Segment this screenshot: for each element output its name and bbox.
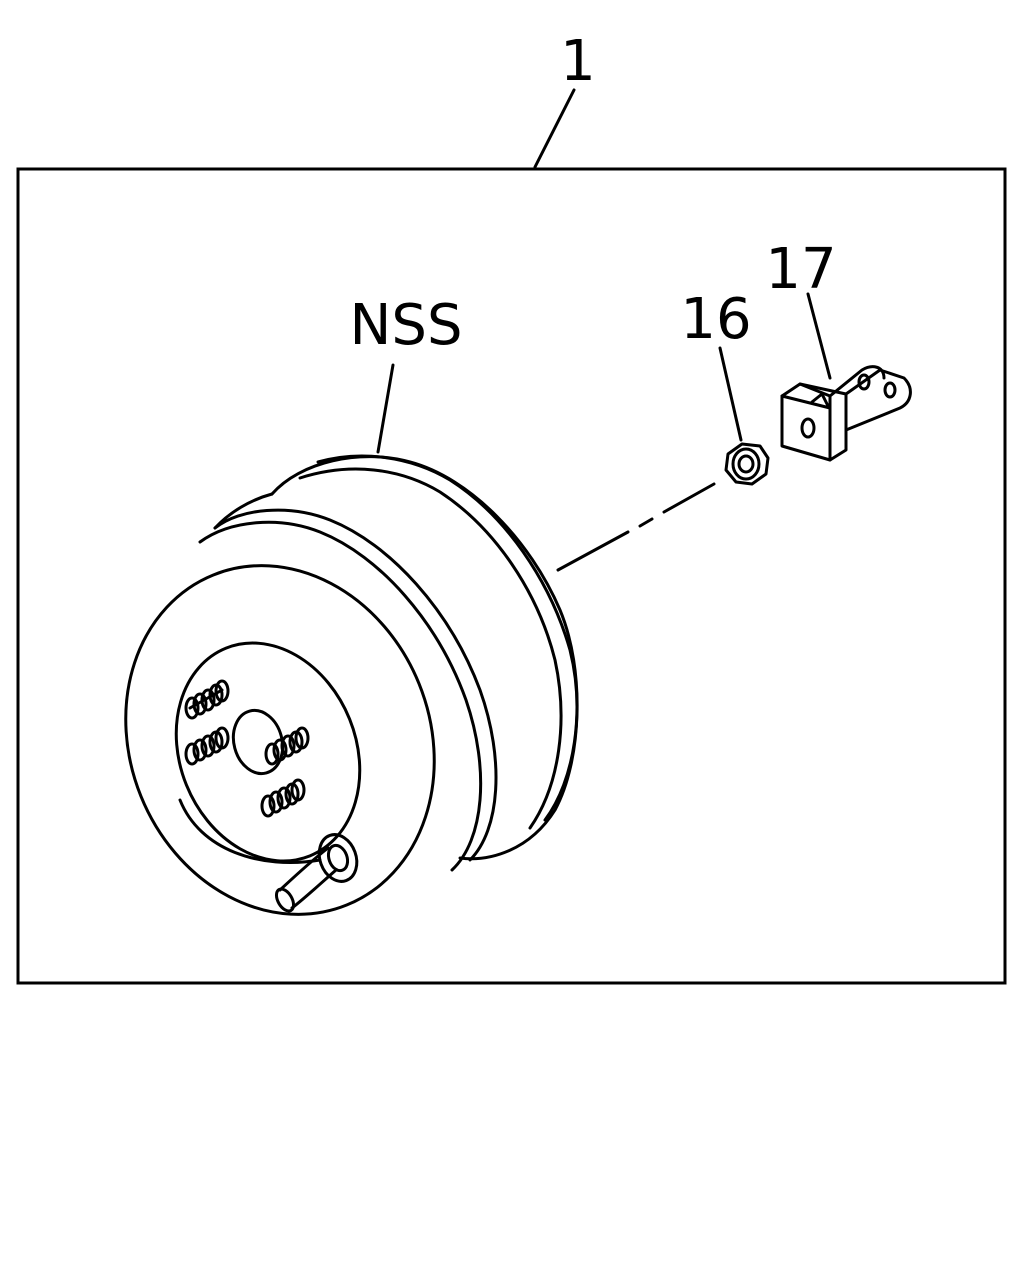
callout-16-label: 16 bbox=[680, 287, 751, 352]
callout-nss-leader bbox=[376, 363, 395, 454]
clevis-17 bbox=[780, 365, 912, 462]
callout-nss-label: NSS bbox=[350, 293, 463, 358]
nut-16 bbox=[724, 442, 770, 486]
stud-center bbox=[264, 726, 310, 766]
callout-17-leader bbox=[806, 292, 832, 380]
stud-upper bbox=[184, 679, 230, 720]
callout-1-leader bbox=[533, 88, 576, 169]
center-hole bbox=[231, 708, 285, 776]
assembly-frame bbox=[16, 167, 1007, 985]
assembly-centerline bbox=[556, 482, 716, 572]
brake-booster bbox=[124, 454, 579, 916]
callout-16-leader bbox=[718, 346, 743, 442]
check-valve-fitting bbox=[274, 833, 359, 913]
stud-lower bbox=[260, 778, 306, 818]
callout-1-label: 1 bbox=[560, 29, 596, 94]
callout-17-label: 17 bbox=[765, 237, 836, 302]
stud-left bbox=[184, 726, 230, 766]
